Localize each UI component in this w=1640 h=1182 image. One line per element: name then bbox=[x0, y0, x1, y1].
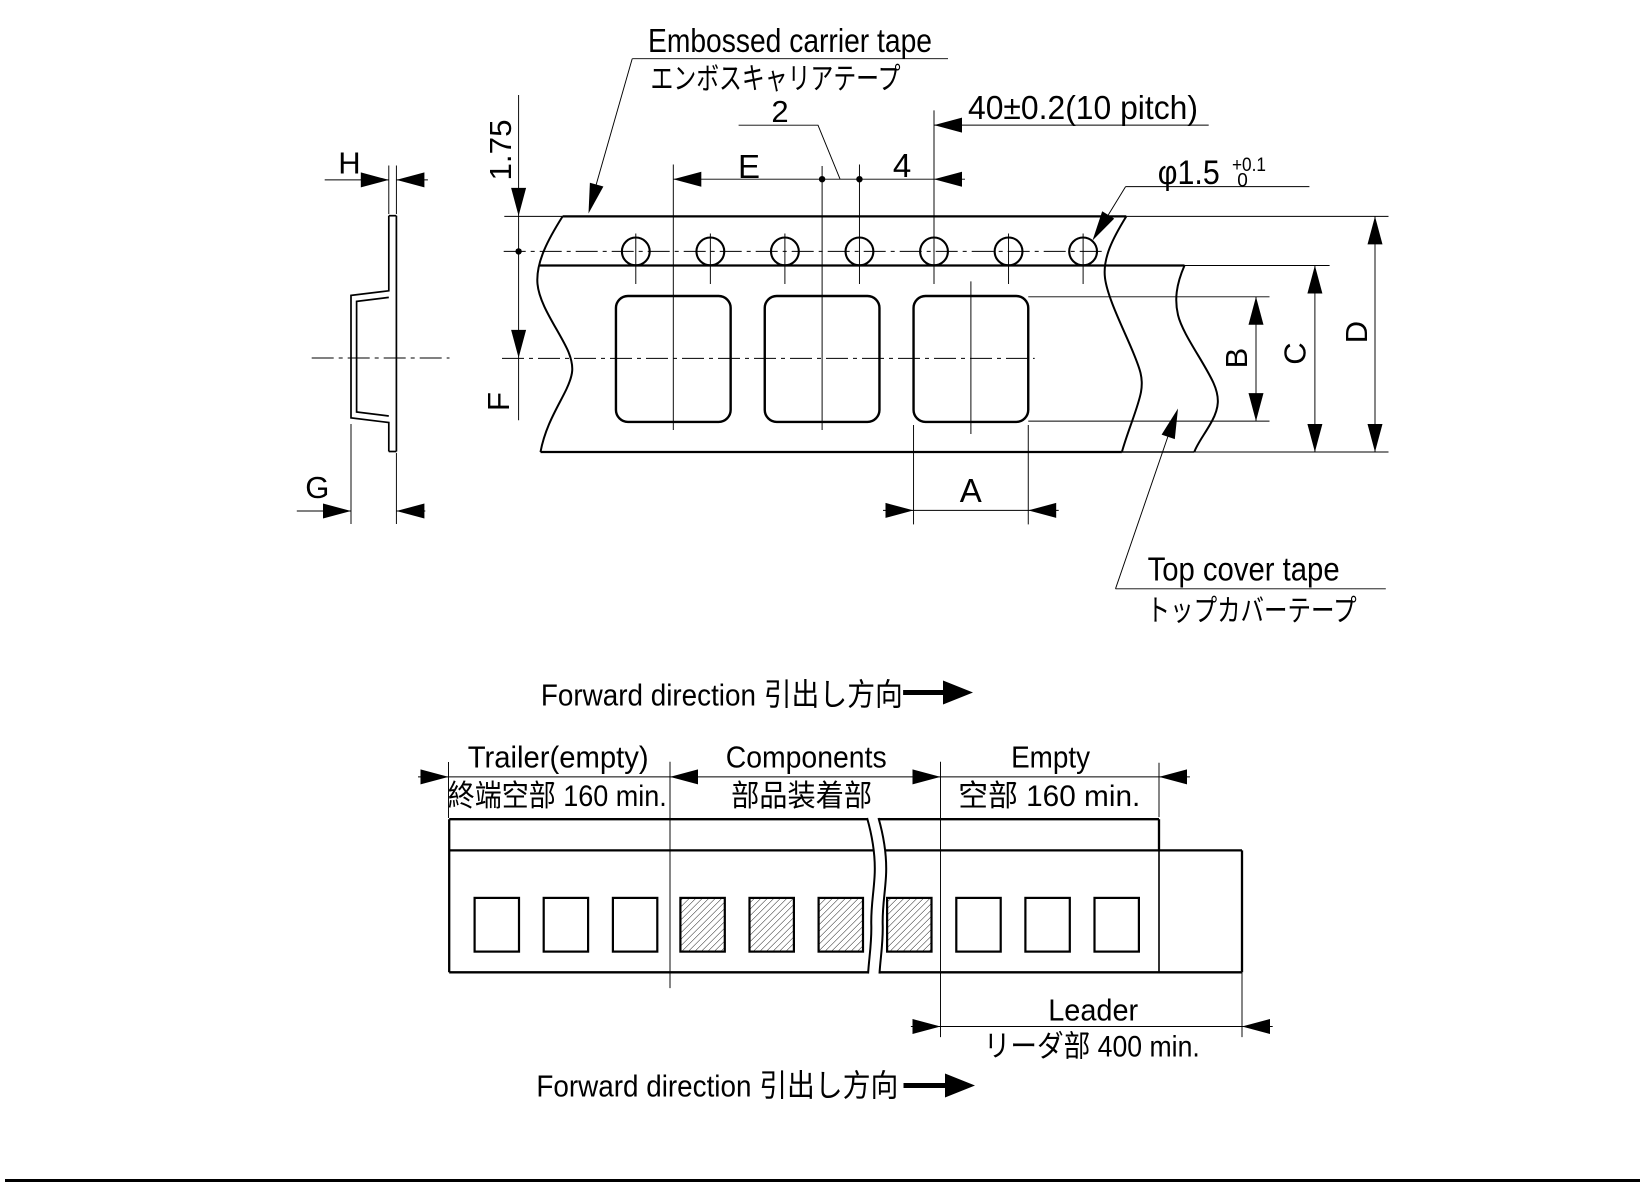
dim-4-arrow bbox=[934, 171, 962, 187]
reel-pocket-empty bbox=[542, 896, 590, 953]
dim-4-label: 4 bbox=[893, 147, 911, 184]
top-cover-tape-label-en: Top cover tape bbox=[1148, 551, 1340, 588]
break-line-right-cover bbox=[1175, 265, 1219, 453]
forward-direction-top-arrow bbox=[943, 680, 973, 705]
trailer-label-en: Trailer(empty) bbox=[468, 740, 649, 775]
components-dim-arrow-left bbox=[670, 769, 698, 785]
dim-h-arrow-left bbox=[360, 172, 389, 188]
reel-pocket-empty bbox=[611, 896, 659, 953]
empty-label-jp: 空部 160 min. bbox=[958, 780, 1140, 813]
leader-label-jp: リーダ部 400 min. bbox=[984, 1031, 1200, 1064]
tear-line-right bbox=[877, 817, 888, 974]
dim-b-label: B bbox=[1219, 348, 1254, 369]
reel-pocket-filled bbox=[817, 896, 865, 953]
forward-direction-bottom-arrow bbox=[945, 1073, 975, 1098]
reel-pocket-empty bbox=[955, 896, 1002, 953]
reel-pocket-filled bbox=[679, 896, 726, 953]
dim-e-label: E bbox=[738, 148, 760, 185]
dim-g-label: G bbox=[305, 470, 329, 505]
dim-a-label: A bbox=[960, 472, 982, 509]
forward-direction-bottom-label: Forward direction 引出し方向 bbox=[536, 1069, 898, 1104]
page-border-bar bbox=[5, 1179, 1640, 1182]
dim-g-arrow-left bbox=[323, 503, 351, 519]
cover-label-arrow bbox=[1161, 408, 1178, 440]
leader-dim-arrow-left bbox=[912, 1019, 941, 1034]
dim-175-arrow bbox=[511, 187, 527, 216]
embossed-label-leader bbox=[589, 58, 633, 209]
dim-hole-dia-label: φ1.5 bbox=[1158, 154, 1220, 192]
dim-175-label: 1.75 bbox=[483, 120, 518, 181]
empty-dim-arrow-right bbox=[1159, 769, 1187, 785]
reel-pocket-filled bbox=[885, 896, 933, 953]
top-cover-tape-label-jp: トップカバーテープ bbox=[1147, 595, 1357, 628]
cross-section-view: H G bbox=[296, 146, 450, 524]
dim-dot-sprocket-cl bbox=[515, 248, 522, 255]
dim-pitch10-arrow bbox=[934, 117, 962, 133]
dim-c-label: C bbox=[1278, 342, 1313, 364]
reel-pocket-empty bbox=[1093, 896, 1141, 953]
forward-direction-top-label: Forward direction 引出し方向 bbox=[541, 678, 903, 713]
reel-pocket-empty bbox=[1024, 896, 1071, 953]
profile-inner-wall bbox=[355, 296, 389, 417]
embossed-label-arrow bbox=[588, 182, 604, 214]
empty-label-en: Empty bbox=[1011, 740, 1090, 775]
dim-c-arrow-top bbox=[1307, 265, 1323, 294]
break-line-right-carrier bbox=[1103, 215, 1143, 453]
dim-d-label: D bbox=[1339, 321, 1374, 343]
tear-line-left bbox=[866, 817, 876, 974]
dim-f-label: F bbox=[481, 392, 516, 411]
reel-pocket-filled bbox=[748, 896, 796, 953]
dim-dot-hole4 bbox=[856, 176, 863, 183]
embossed-carrier-tape-label-jp: エンボスキャリアテープ bbox=[651, 63, 901, 96]
dim-f-arrow bbox=[511, 329, 527, 358]
dim-a-arrow-right bbox=[1028, 502, 1057, 518]
dim-pitch10-label: 40±0.2(10 pitch) bbox=[968, 89, 1198, 126]
reel-layout-view: Forward direction 引出し方向 Trailer(empty) C… bbox=[418, 678, 1273, 1104]
dim-a-arrow-left bbox=[885, 502, 914, 518]
dim-b-arrow-top bbox=[1248, 296, 1264, 325]
dim-dot-pocket2 bbox=[818, 176, 826, 183]
dim-hole-tol-minus: 0 bbox=[1237, 171, 1248, 192]
dim-g-arrow-right bbox=[396, 503, 425, 519]
break-line-left bbox=[536, 215, 574, 453]
dim-e-arrow bbox=[673, 171, 702, 187]
dim-hole-tol-plus: +0.1 bbox=[1232, 155, 1266, 176]
leader-label-en: Leader bbox=[1048, 992, 1138, 1027]
components-dim-arrow-right bbox=[912, 769, 941, 785]
top-view: E 4 2 40±0.2(10 pitch) 1.75 F A B C D φ1… bbox=[481, 22, 1389, 628]
dim-c-arrow-bottom bbox=[1307, 424, 1323, 452]
components-label-en: Components bbox=[726, 740, 887, 775]
dim-d-arrow-bottom bbox=[1367, 424, 1383, 452]
cover-label-leader bbox=[1115, 412, 1177, 589]
dim-h-arrow-right bbox=[396, 172, 425, 188]
trailer-dim-arrow bbox=[420, 769, 449, 785]
trailer-label-jp: 終端空部 160 min. bbox=[448, 780, 667, 813]
embossed-carrier-tape-label-en: Embossed carrier tape bbox=[648, 22, 932, 59]
dim-d-arrow-top bbox=[1367, 216, 1383, 245]
components-label-jp: 部品装着部 bbox=[731, 780, 872, 813]
dim-2-leader bbox=[738, 124, 841, 180]
dim-2-label: 2 bbox=[771, 94, 788, 129]
dim-b-arrow-bottom bbox=[1248, 393, 1264, 422]
dim-hole-dia-arrow bbox=[1092, 211, 1115, 241]
reel-pocket-empty bbox=[473, 896, 521, 953]
profile-outer-contour bbox=[350, 215, 390, 452]
dim-h-label: H bbox=[338, 146, 360, 181]
leader-dim-arrow-right bbox=[1242, 1019, 1270, 1034]
